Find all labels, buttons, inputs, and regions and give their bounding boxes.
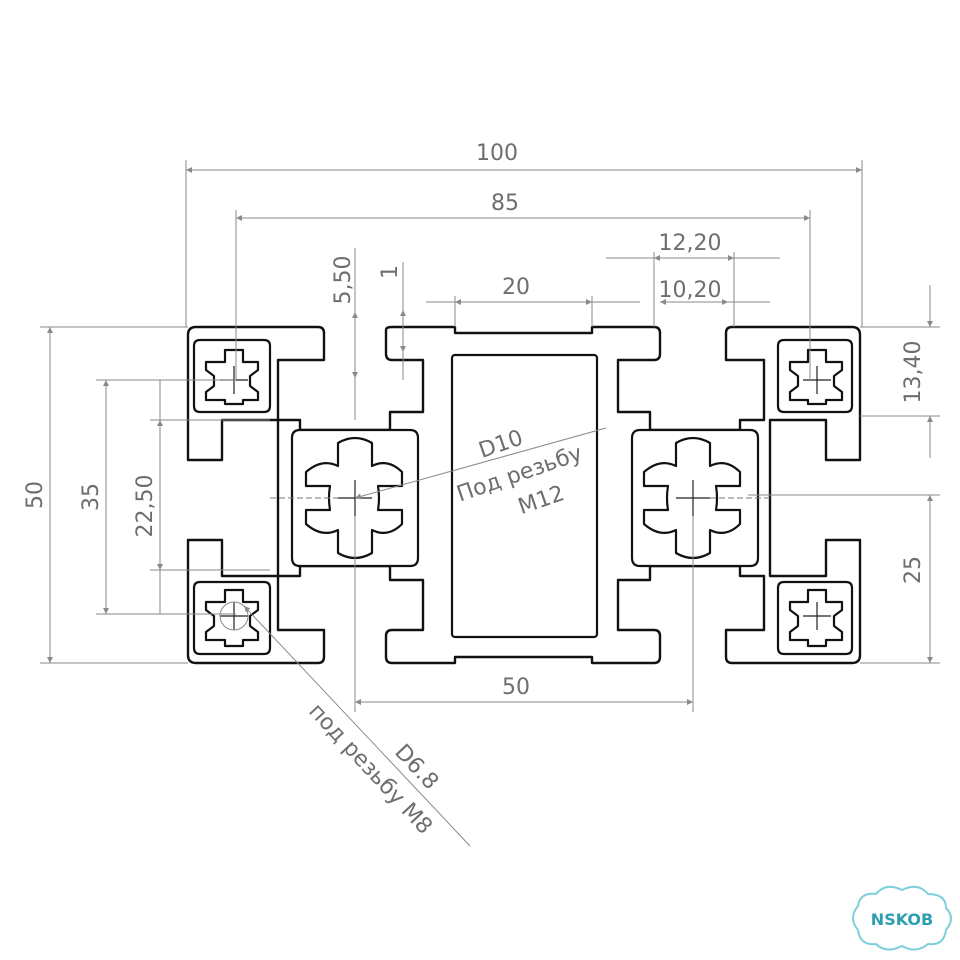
dim-hole-spacing-22: 22,50 (133, 475, 158, 538)
dim-slot-spacing: 85 (491, 191, 519, 216)
dim-center-top: 20 (502, 275, 530, 300)
dim-lip: 1 (378, 265, 403, 279)
dim-slot-outer: 12,20 (659, 231, 722, 256)
logo-text: NSKOB (871, 910, 933, 929)
corner-boss-top-right (776, 338, 854, 414)
dim-center-distance: 50 (502, 675, 530, 700)
dimension-lines (40, 160, 940, 847)
dim-overall-width: 100 (476, 141, 518, 166)
corner-boss-bottom-right (776, 580, 854, 656)
brand-logo: NSKOB (852, 885, 952, 951)
corner-boss-top-left (192, 338, 272, 414)
corner-hole-note: D6.8 под резьбу M8 (303, 699, 443, 839)
dim-overall-height: 50 (23, 481, 48, 509)
dimension-labels: 100 85 12,20 10,20 20 5,50 1 13,40 25 50… (23, 141, 926, 839)
dim-hole-spacing-35: 35 (79, 483, 104, 511)
dim-slot-depth: 5,50 (331, 256, 356, 305)
center-cavity (450, 353, 599, 639)
dim-slot-inner: 10,20 (659, 278, 722, 303)
dim-slot-height-right: 13,40 (901, 341, 926, 404)
dim-half-height: 25 (901, 556, 926, 584)
corner-boss-bottom-left (192, 580, 272, 656)
